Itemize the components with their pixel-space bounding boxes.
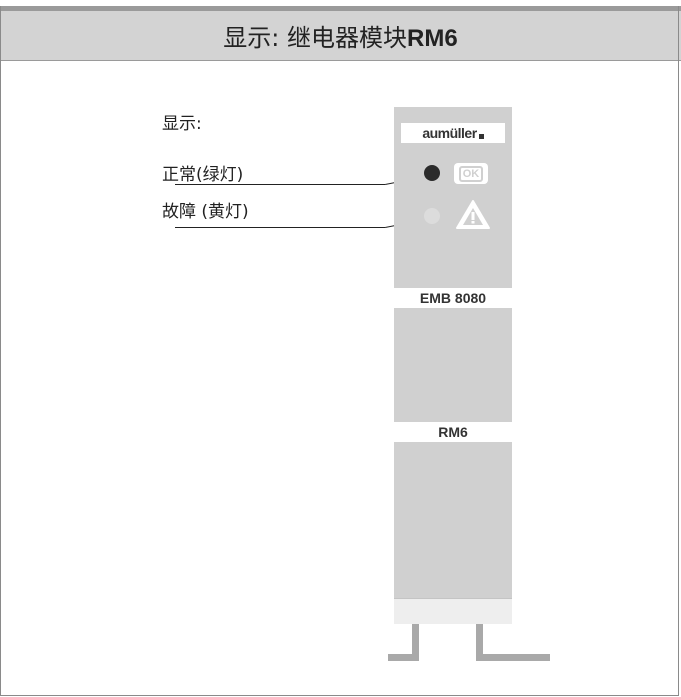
ok-badge-icon: OK (454, 163, 488, 184)
fault-label: 故障 (黄灯) (162, 202, 249, 222)
content-frame (0, 6, 679, 696)
left-foot-base (388, 654, 419, 661)
module-bottom-panel (394, 598, 512, 624)
section-header: 显示: 继电器模块RM6 (0, 11, 681, 61)
top-rule (0, 6, 681, 11)
normal-led-icon (424, 165, 440, 181)
module-name-plate: RM6 (394, 422, 512, 442)
normal-leader-line (175, 184, 385, 185)
normal-label: 正常(绿灯) (162, 165, 244, 185)
page-title: 显示: 继电器模块RM6 (223, 24, 458, 52)
fault-led-icon (424, 208, 440, 224)
left-foot-post (412, 624, 419, 661)
right-foot-post (476, 624, 483, 661)
right-foot-base (476, 654, 550, 661)
warning-triangle-icon (456, 200, 490, 229)
relay-module-housing (394, 107, 512, 624)
display-label: 显示: (162, 114, 202, 134)
model-plate: EMB 8080 (394, 288, 512, 308)
brand-logo: aumüller (401, 123, 505, 143)
fault-leader-line (175, 227, 385, 228)
